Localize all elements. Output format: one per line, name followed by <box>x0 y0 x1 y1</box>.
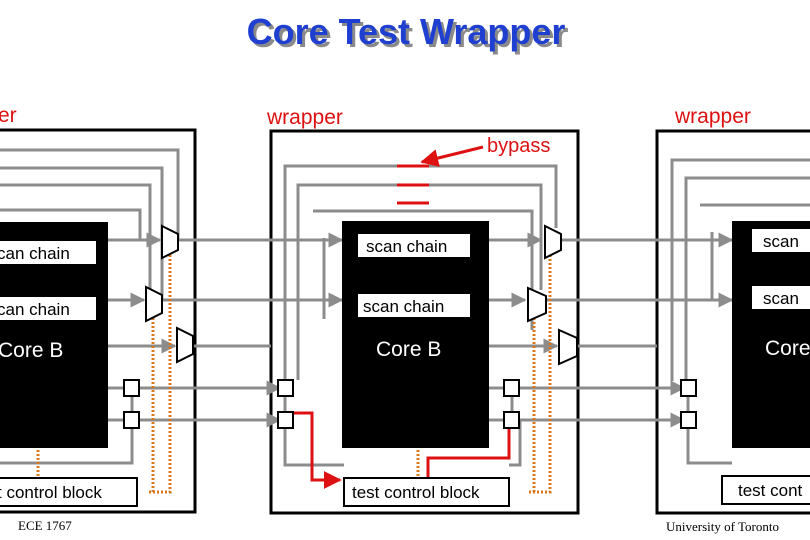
wrapper-box-right <box>655 129 810 515</box>
scan-chain-box-center-1 <box>356 232 472 259</box>
core-label-center: Core B <box>376 338 441 361</box>
scan-chain-label-center-2: scan chain <box>363 297 444 316</box>
boundary-cell-left-1 <box>123 379 140 397</box>
slide-title-shadow: Core Test Wrapper <box>250 14 569 55</box>
boundary-cell-right-1 <box>680 379 697 397</box>
wrapper-label-right: wrapper <box>674 105 751 128</box>
test-control-label-center: test control block <box>352 483 480 502</box>
test-control-label-right: test cont <box>738 481 803 500</box>
footer-course: ECE 1767 <box>18 518 72 533</box>
multiplexers <box>145 224 578 366</box>
boundary-cells <box>123 379 697 429</box>
mux-center-1 <box>544 224 562 260</box>
scan-chain-label-left-1: can chain <box>0 244 70 263</box>
bypass-path <box>290 145 511 489</box>
scan-chain-label-center-1: scan chain <box>366 237 447 256</box>
wrapper-box-center <box>269 129 580 515</box>
boundary-cell-center-in-1 <box>277 379 294 397</box>
mux-left-1 <box>161 224 179 260</box>
mux-center-2 <box>527 286 547 323</box>
control-lines <box>36 255 552 494</box>
scan-chain-box-right-2 <box>750 284 810 311</box>
boundary-cell-center-in-2 <box>277 411 294 429</box>
wrapper-box-left <box>0 128 197 514</box>
scan-chain-box-right-1 <box>750 227 810 254</box>
core-label-left: Core B <box>0 339 63 362</box>
mux-left-3 <box>176 326 194 364</box>
scan-chain-box-left-1 <box>0 239 98 266</box>
wrapper-label-center: wrapper <box>266 106 343 129</box>
bypass-label: bypass <box>487 135 550 157</box>
core-label-right: Core <box>765 337 810 360</box>
test-control-block-right <box>721 475 810 505</box>
mux-left-2 <box>145 285 163 323</box>
boundary-cell-center-out-1 <box>503 379 520 397</box>
core-block-right <box>732 221 810 448</box>
scan-chain-box-center-2 <box>356 292 472 319</box>
scan-chain-label-right-1: scan <box>763 232 799 251</box>
scan-chain-label-left-2: can chain <box>0 300 70 319</box>
boundary-cell-left-2 <box>123 411 140 429</box>
boundary-cell-center-out-2 <box>503 411 520 429</box>
slide-title: Core Test Wrapper <box>247 11 566 52</box>
test-control-block-center <box>343 477 510 507</box>
boundary-cell-right-2 <box>680 411 697 429</box>
footer-university: University of Toronto <box>666 519 779 534</box>
test-control-label-left: t control block <box>0 483 102 502</box>
wrapper-label-left: er <box>0 104 17 127</box>
scan-chain-label-right-2: scan <box>763 289 799 308</box>
mux-center-3 <box>558 328 578 366</box>
test-control-block-left <box>0 477 138 507</box>
scan-chain-box-left-2 <box>0 295 98 322</box>
